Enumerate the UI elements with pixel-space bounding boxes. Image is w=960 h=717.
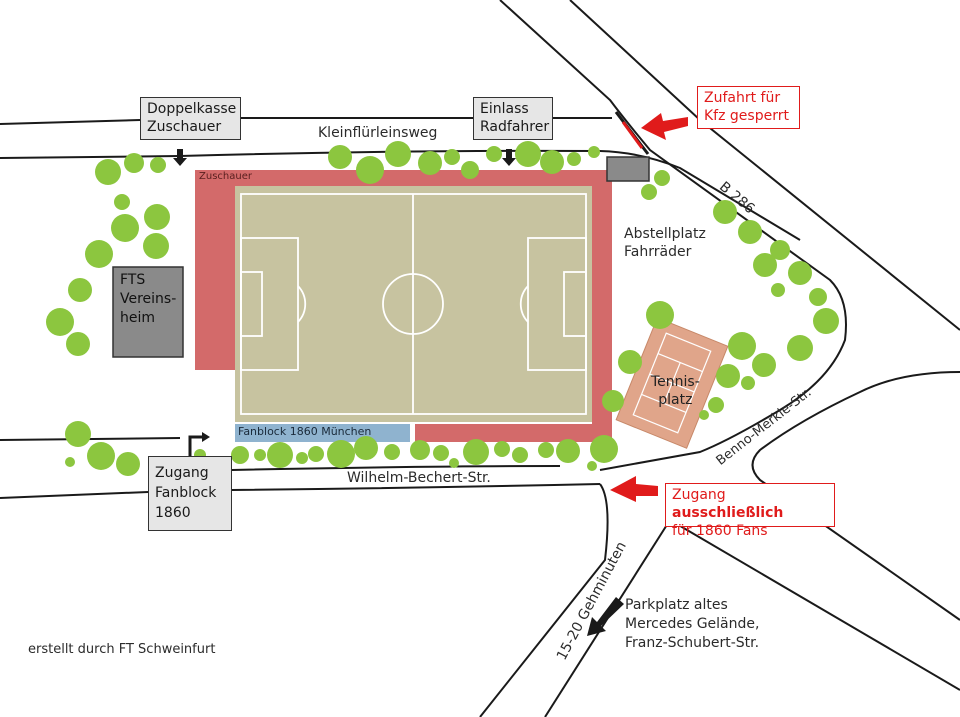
label-fts-vereinsheim: FTS Vereins- heim [120,272,177,326]
small-building [606,156,650,182]
label-parkplatz: Parkplatz altes Mercedes Gelände, Franz-… [625,597,760,651]
label-zugang-fanblock: Zugang Fanblock 1860 [148,456,232,531]
label-einlass-radfahrer: Einlass Radfahrer [473,97,553,140]
arrow-parking [587,597,624,636]
entrance-arrows [173,149,516,166]
trees [46,141,839,476]
stand-east [592,170,612,440]
stand-north [195,170,605,186]
label-credit: erstellt durch FT Schweinfurt [28,642,216,657]
arrow-turn-fanblock-head [202,432,210,442]
label-abstellplatz-fahrraeder: Abstellplatz Fahrräder [624,226,706,260]
red-arrow-zufahrt [641,113,688,140]
label-zufahrt-gesperrt: Zufahrt für Kfz gesperrt [697,86,800,129]
road-to-parking-west [479,483,609,717]
road-wilhelm-bechert-south [0,483,601,499]
arrow-down-doppelkasse [173,149,187,166]
stand-south [415,424,612,442]
fts-vereinsheim-building [112,266,184,358]
zugang-suffix: für 1860 Fans [672,523,768,539]
label-zuschauer-stand: Zuschauer [199,171,252,182]
arrow-down-einlass [502,149,516,166]
stand-west [195,170,235,370]
road-kleinfluerleinsweg-north-edge [0,117,612,125]
football-pitch [235,186,592,422]
label-zugang-ausschliesslich: Zugang ausschließlich für 1860 Fans [665,483,835,539]
zugang-prefix: Zugang [672,487,726,503]
label-tennisplatz: Tennis- platz [651,374,700,408]
label-wilhelm-bechert-str: Wilhelm-Bechert-Str. [347,470,491,486]
arrow-turn-fanblock [188,435,202,456]
road-b286-west-edge [499,0,847,471]
road-benno-merkle-south [669,519,960,691]
label-kleinfluerleinsweg: Kleinflürleinsweg [318,125,438,141]
red-arrow-zugang [610,476,658,502]
zugang-bold: ausschließlich [672,505,784,521]
road-benno-merkle-north [751,371,960,621]
label-fanblock-1860: Fanblock 1860 München [238,425,372,438]
road-barrier-red [621,121,644,149]
label-doppelkasse-zuschauer: Doppelkasse Zuschauer [140,97,241,140]
